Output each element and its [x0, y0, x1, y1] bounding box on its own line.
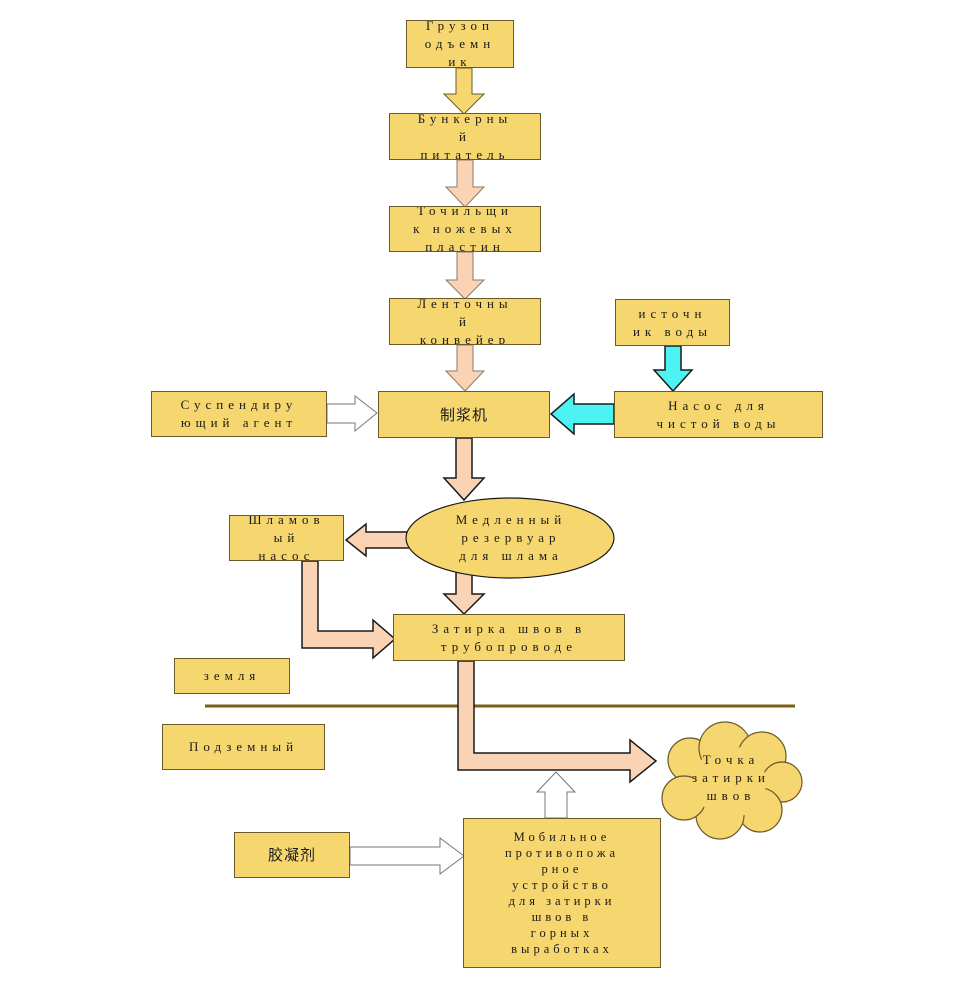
clean-water-pump-node: Насос для чистой воды	[614, 391, 823, 438]
arrow-water-to-pump	[652, 345, 694, 393]
pulper-node: 制浆机	[378, 391, 550, 438]
arrow-tank-to-slurry-pump	[344, 522, 411, 558]
belt-conveyor-node: Ленточны й конвейер	[389, 298, 541, 345]
mobile-fire-device-node: Мобильное противопожа рное устройство дл…	[463, 818, 661, 968]
arrow-pulper-to-tank	[442, 437, 486, 502]
arrow-hoist-to-feeder	[442, 67, 486, 115]
bunker-feeder-node: Бункерны й питатель	[389, 113, 541, 160]
ground-label: земля	[174, 658, 290, 694]
coagulant-node: 胶凝剂	[234, 832, 350, 878]
arrow-coagulant-to-device	[349, 837, 465, 875]
water-source-node: источн ик воды	[615, 299, 730, 346]
pipeline-grouting-node: Затирка швов в трубопроводе	[393, 614, 625, 661]
arrow-conveyor-to-pulper	[444, 344, 486, 392]
hoist-node: Грузоп одъемн ик	[406, 20, 514, 68]
arrow-slurry-pump-to-grouting	[301, 560, 397, 660]
grouting-point-cloud	[661, 721, 803, 840]
arrow-sharpener-to-conveyor	[444, 251, 486, 300]
suspending-agent-node: Суспендиру ющий агент	[151, 391, 327, 437]
arrow-feeder-to-sharpener	[444, 159, 486, 208]
slurry-pump-node: Шламов ый насос	[229, 515, 344, 561]
arrow-device-to-point	[535, 771, 577, 819]
arrow-agent-to-pulper	[326, 394, 378, 433]
grouting-point-node: Точка затирки швов	[692, 752, 770, 803]
arrow-grouting-to-point	[457, 660, 658, 784]
slow-slurry-tank-shape	[405, 497, 615, 579]
underground-label: Подземный	[162, 724, 325, 770]
arrow-pump-to-pulper	[549, 392, 615, 436]
knife-sharpener-node: Точильщи к ножевых пластин	[389, 206, 541, 252]
slow-slurry-tank-node: Медленный резервуар для шлама	[455, 512, 567, 563]
